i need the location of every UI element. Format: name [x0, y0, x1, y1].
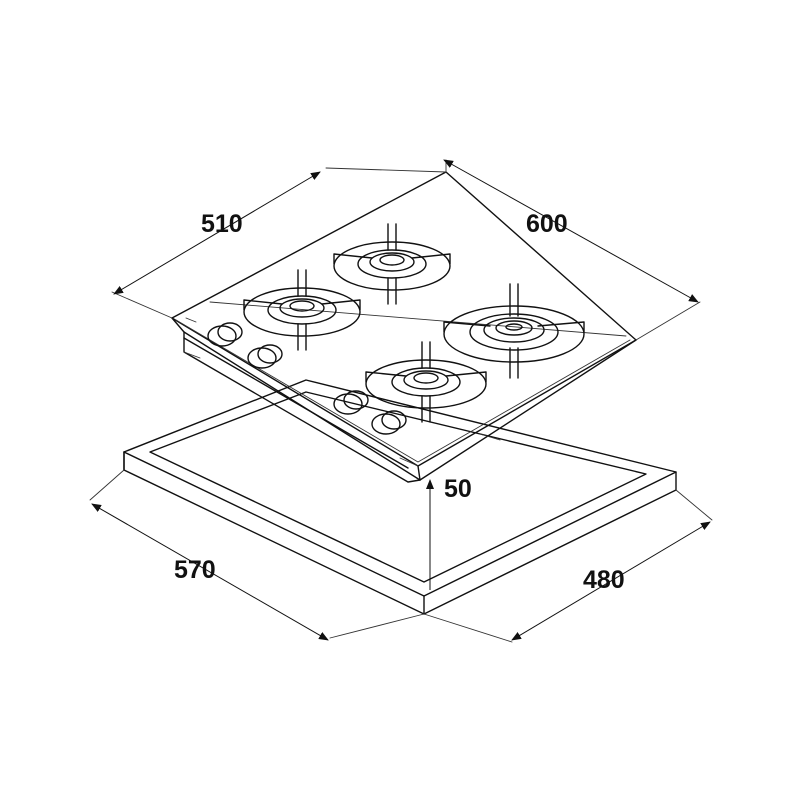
burner-front-right-wok	[443, 283, 585, 379]
dimension-label-50: 50	[444, 475, 472, 503]
burner-rear-left	[243, 269, 361, 351]
burner-front-left	[365, 341, 487, 423]
dimension-label-570: 570	[174, 556, 216, 584]
dimension-480	[423, 489, 713, 643]
dimension-570	[89, 469, 425, 641]
dimension-label-510: 510	[201, 210, 243, 238]
knob-2	[247, 344, 283, 369]
dimension-510	[111, 167, 447, 319]
knob-3	[333, 390, 369, 415]
dimension-label-480: 480	[583, 566, 625, 594]
dimension-label-600: 600	[526, 210, 568, 238]
burner-rear-right	[333, 223, 451, 305]
knob-4	[371, 410, 407, 435]
control-knobs	[207, 322, 407, 435]
dimension-600	[443, 159, 701, 341]
knob-1	[207, 322, 243, 347]
